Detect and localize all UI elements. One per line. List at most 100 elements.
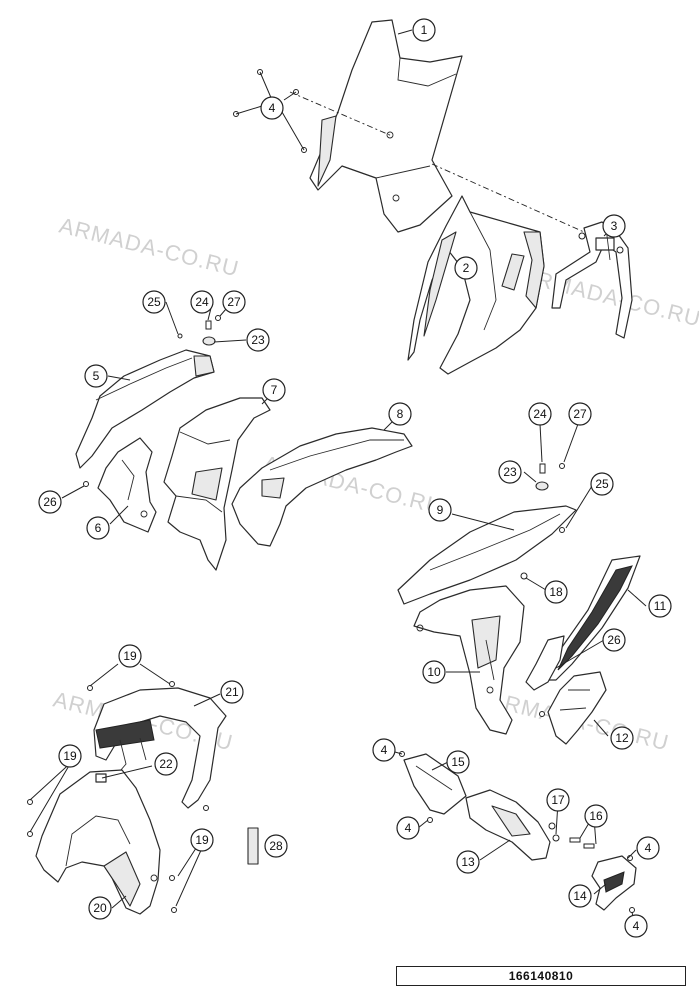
svg-text:27: 27 (227, 295, 241, 309)
watermark-text: ARMADA-CO.RU (57, 213, 242, 282)
callout-2: 2 (454, 256, 478, 280)
svg-text:28: 28 (269, 839, 283, 853)
part-cover-14 (591, 855, 637, 911)
part-decal-strip (539, 555, 641, 681)
part-radiator-shroud-right (231, 427, 413, 547)
svg-text:4: 4 (633, 919, 640, 933)
callout-4: 4 (396, 816, 420, 840)
callout-1: 1 (412, 18, 436, 42)
part-side-panel-lower (539, 671, 607, 745)
callout-3: 3 (602, 214, 626, 238)
svg-text:15: 15 (451, 755, 465, 769)
callout-24: 24 (528, 402, 552, 426)
part-cover-15 (399, 751, 467, 823)
svg-text:23: 23 (251, 333, 265, 347)
callout-12: 12 (610, 726, 634, 750)
part-front-fender (35, 769, 161, 915)
callout-18: 18 (544, 580, 568, 604)
svg-text:26: 26 (607, 633, 621, 647)
callout-6: 6 (86, 516, 110, 540)
svg-text:4: 4 (381, 743, 388, 757)
part-radiator-shroud-left (163, 397, 271, 571)
svg-text:22: 22 (159, 757, 173, 771)
part-side-panel-upper (75, 349, 215, 469)
alignment-line (289, 91, 393, 137)
screw-set (233, 69, 307, 153)
callout-24: 24 (190, 290, 214, 314)
callout-26: 26 (38, 490, 62, 514)
callout-23: 23 (246, 328, 270, 352)
svg-text:9: 9 (437, 503, 444, 517)
callout-13: 13 (456, 850, 480, 874)
callout-4: 4 (636, 836, 660, 860)
svg-text:16: 16 (589, 809, 603, 823)
callout-9: 9 (428, 498, 452, 522)
callout-8: 8 (388, 402, 412, 426)
svg-text:21: 21 (225, 685, 239, 699)
svg-text:6: 6 (95, 521, 102, 535)
svg-text:13: 13 (461, 855, 475, 869)
svg-text:8: 8 (397, 407, 404, 421)
callout-20: 20 (88, 896, 112, 920)
callout-5: 5 (84, 364, 108, 388)
callout-19: 19 (58, 744, 82, 768)
svg-text:12: 12 (615, 731, 629, 745)
part-small-bracket-right (525, 635, 565, 691)
callout-11: 11 (648, 594, 672, 618)
svg-text:3: 3 (611, 219, 618, 233)
svg-text:4: 4 (269, 101, 276, 115)
callout-4: 4 (372, 738, 396, 762)
svg-text:17: 17 (551, 793, 565, 807)
callout-17: 17 (546, 788, 570, 812)
svg-text:27: 27 (573, 407, 587, 421)
svg-text:4: 4 (405, 821, 412, 835)
svg-text:24: 24 (195, 295, 209, 309)
part-guard-13 (465, 789, 556, 861)
part-front-fender-upper (93, 687, 227, 809)
callout-27: 27 (222, 290, 246, 314)
callout-7: 7 (262, 378, 286, 402)
callout-4: 4 (260, 96, 284, 120)
grommet-set-right (520, 463, 565, 580)
svg-text:23: 23 (503, 465, 517, 479)
svg-text:20: 20 (93, 901, 107, 915)
screw-set-fender (27, 681, 209, 913)
callout-16: 16 (584, 804, 608, 828)
part-windshield (309, 19, 463, 233)
svg-text:14: 14 (573, 889, 587, 903)
reference-number: 166140810 (508, 969, 574, 983)
screw-set-16-17 (552, 834, 635, 913)
svg-text:25: 25 (595, 477, 609, 491)
part-fairing-lower (413, 585, 525, 735)
svg-text:18: 18 (549, 585, 563, 599)
svg-text:24: 24 (533, 407, 547, 421)
svg-text:5: 5 (93, 369, 100, 383)
callout-27: 27 (568, 402, 592, 426)
svg-text:10: 10 (427, 665, 441, 679)
callout-25: 25 (142, 290, 166, 314)
svg-text:19: 19 (63, 749, 77, 763)
svg-text:19: 19 (195, 833, 209, 847)
callout-25: 25 (590, 472, 614, 496)
part-sticker (247, 827, 259, 865)
callout-15: 15 (446, 750, 470, 774)
grommet-set (83, 315, 221, 487)
part-bracket (551, 221, 633, 339)
callout-19: 19 (118, 644, 142, 668)
callout-4: 4 (624, 914, 648, 938)
svg-text:4: 4 (645, 841, 652, 855)
svg-text:19: 19 (123, 649, 137, 663)
reference-number-box: 166140810 (396, 966, 686, 986)
callout-21: 21 (220, 680, 244, 704)
callout-23: 23 (498, 460, 522, 484)
part-fairing-top (397, 505, 577, 605)
svg-text:25: 25 (147, 295, 161, 309)
part-headlight-mask (407, 195, 545, 375)
callout-22: 22 (154, 752, 178, 776)
watermark-text: ARMADA-CO.RU (519, 263, 699, 332)
svg-text:26: 26 (43, 495, 57, 509)
callout-19: 19 (190, 828, 214, 852)
svg-text:1: 1 (421, 23, 428, 37)
svg-text:11: 11 (654, 599, 667, 613)
